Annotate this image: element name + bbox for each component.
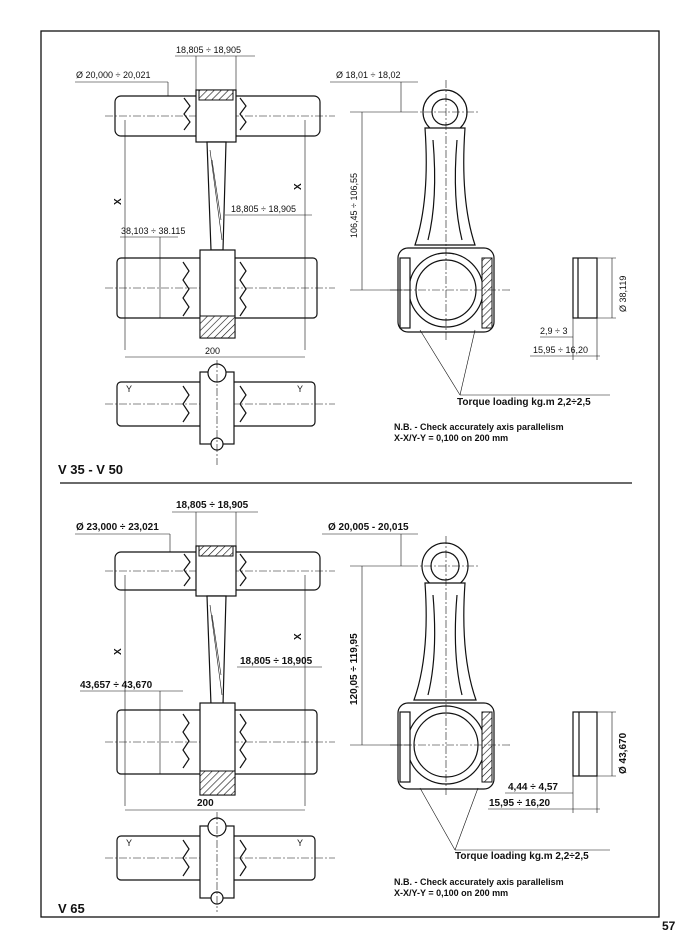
connecting-rod-front-view bbox=[390, 80, 510, 340]
length-dim: 200 bbox=[205, 346, 220, 356]
rod-small-end-diameter-dim: Ø 18,01 ÷ 18,02 bbox=[336, 70, 401, 80]
bearing-thickness-dim-2: 4,44 ÷ 4,57 bbox=[508, 782, 558, 793]
page-number: 57 bbox=[662, 919, 676, 933]
small-end-pin-drawing-2 bbox=[105, 545, 335, 597]
dimension-lines-2 bbox=[75, 511, 322, 811]
rod-side-view-2 bbox=[206, 595, 227, 706]
x-mark-right-2: X bbox=[293, 633, 304, 640]
pin-width-dim-2: 18,805 ÷ 18,905 bbox=[176, 500, 249, 511]
big-end-bore-dim-2: 43,657 ÷ 43,670 bbox=[80, 680, 153, 691]
small-end-bore-dim-2: Ø 23,000 ÷ 23,021 bbox=[76, 522, 159, 533]
section-v35-v50: 18,805 ÷ 18,905 Ø 20,000 ÷ 20,021 18,805… bbox=[58, 45, 628, 477]
y-mark-right-2: Y bbox=[297, 838, 303, 848]
mid-width-dim: 18,805 ÷ 18,905 bbox=[231, 204, 296, 214]
section-title-v65: V 65 bbox=[58, 901, 85, 916]
page-frame bbox=[40, 30, 660, 918]
rod-small-end-diameter-dim-2: Ø 20,005 - 20,015 bbox=[328, 522, 409, 533]
torque-label-2: Torque loading kg.m 2,2÷2,5 bbox=[455, 851, 589, 862]
x-mark-left: X bbox=[113, 198, 124, 205]
note-line-2-2: X-X/Y-Y = 0,100 on 200 mm bbox=[394, 888, 508, 898]
bearing-width-dim-2: 15,95 ÷ 16,20 bbox=[489, 798, 551, 809]
section-title-v35-v50: V 35 - V 50 bbox=[58, 462, 123, 477]
plan-view bbox=[105, 360, 335, 465]
small-end-bore-dim: Ø 20,000 ÷ 20,021 bbox=[76, 70, 151, 80]
small-end-pin-drawing bbox=[105, 89, 335, 143]
rod-dimension-lines-1 bbox=[330, 81, 610, 396]
x-mark-right: X bbox=[293, 183, 304, 190]
bearing-diameter-dim-2: Ø 43,670 bbox=[618, 732, 629, 774]
pin-width-dim: 18,805 ÷ 18,905 bbox=[176, 45, 241, 55]
mid-width-dim-2: 18,805 ÷ 18,905 bbox=[240, 656, 313, 667]
dimension-lines-1 bbox=[75, 55, 312, 358]
bearing-width-dim: 15,95 ÷ 16,20 bbox=[533, 345, 588, 355]
y-mark-left: Y bbox=[126, 384, 132, 394]
note-line-1-2: N.B. - Check accurately axis parallelism bbox=[394, 877, 564, 887]
rod-dimension-lines-2 bbox=[322, 533, 610, 851]
bearing-shell-drawing bbox=[530, 257, 616, 360]
plan-view-2 bbox=[105, 812, 335, 912]
bearing-thickness-dim: 2,9 ÷ 3 bbox=[540, 326, 567, 336]
y-mark-left-2: Y bbox=[126, 838, 132, 848]
y-mark-right: Y bbox=[297, 384, 303, 394]
note-line-2: X-X/Y-Y = 0,100 on 200 mm bbox=[394, 433, 508, 443]
center-distance-dim: 106,45 ÷ 106,55 bbox=[349, 173, 359, 238]
rod-side-view bbox=[206, 141, 227, 251]
big-end-bore-dim: 38,103 ÷ 38.115 bbox=[121, 226, 185, 236]
section-v65: 18,805 ÷ 18,905 Ø 23,000 ÷ 23,021 18,805… bbox=[58, 500, 629, 916]
connecting-rod-front-view-2 bbox=[390, 536, 510, 795]
note-line-1: N.B. - Check accurately axis parallelism bbox=[394, 422, 564, 432]
length-dim-2: 200 bbox=[197, 798, 214, 809]
x-mark-left-2: X bbox=[113, 648, 124, 655]
big-end-pin-drawing-2 bbox=[105, 702, 335, 796]
bearing-shell-drawing-2 bbox=[488, 711, 616, 813]
center-distance-dim-2: 120,05 ÷ 119,95 bbox=[349, 633, 360, 705]
bearing-diameter-dim: Ø 38,119 bbox=[618, 276, 628, 312]
torque-label: Torque loading kg.m 2,2÷2,5 bbox=[457, 397, 591, 408]
big-end-pin-drawing bbox=[105, 249, 335, 339]
